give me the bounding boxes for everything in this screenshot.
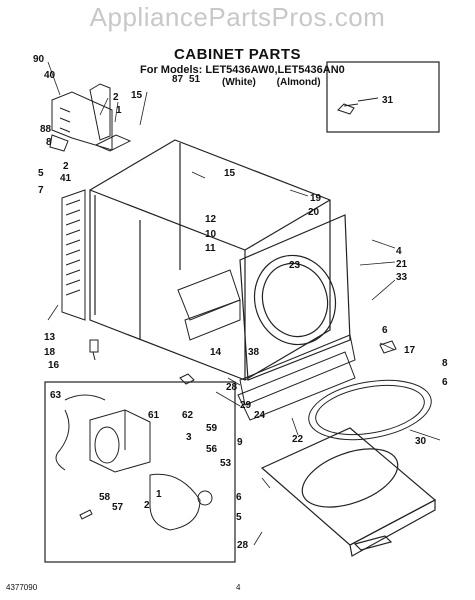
top-left-bracket [49, 83, 132, 152]
callout: 38 [248, 347, 260, 358]
callout: 6 [382, 325, 388, 336]
side-panel [61, 189, 86, 321]
callout: 22 [292, 434, 304, 445]
callout: 8 [442, 358, 448, 369]
callout: 63 [50, 390, 62, 401]
callout: 9 [237, 437, 243, 448]
leveling-leg [89, 339, 99, 361]
callout: 12 [205, 214, 217, 225]
callout: 13 [44, 332, 56, 343]
motor-inset-box [44, 381, 236, 563]
callout: 1 [156, 489, 162, 500]
callout: 5 [38, 168, 44, 179]
callout: 11 [205, 243, 216, 254]
door-seal [308, 379, 432, 441]
callout: 88 [40, 124, 52, 135]
callout: 8 [46, 137, 52, 148]
callout: 51 [189, 74, 201, 85]
callout: 28 [237, 540, 249, 551]
callout: 87 [172, 74, 184, 85]
callout: 58 [99, 492, 111, 503]
callout: 24 [254, 410, 266, 421]
callout: 33 [396, 272, 408, 283]
callout: 31 [382, 95, 394, 106]
callout: 90 [33, 54, 45, 65]
toe-panel [237, 334, 356, 421]
page-title: CABINET PARTS [173, 46, 302, 63]
callout: 14 [210, 347, 222, 358]
callout: 57 [112, 502, 124, 513]
callout: 15 [224, 168, 236, 179]
door [260, 427, 437, 557]
drive-belt [149, 473, 201, 531]
callout: 28 [226, 382, 238, 393]
callout: 2 [63, 161, 69, 172]
callout: 18 [44, 347, 56, 358]
inset-box [326, 61, 440, 133]
callout: 20 [308, 207, 320, 218]
callout: 6 [236, 492, 242, 503]
cabinet-body [89, 139, 331, 381]
hinge [379, 340, 397, 354]
base-tray [177, 269, 241, 341]
motor [89, 409, 151, 473]
callout: 29 [240, 400, 252, 411]
callout: 3 [186, 432, 192, 443]
callout: 17 [404, 345, 416, 356]
color-white: (White) [222, 77, 256, 88]
watermark: AppliancePartsPros.com [89, 2, 386, 32]
callout: 1 [116, 105, 122, 116]
leader-lines [47, 61, 441, 546]
callout: 56 [206, 444, 218, 455]
callout: 23 [289, 260, 301, 271]
callout: 4 [396, 246, 402, 257]
callout: 62 [182, 410, 194, 421]
callout: 15 [131, 90, 143, 101]
wire-harness [55, 394, 106, 471]
callout: 16 [48, 360, 60, 371]
callout: 19 [310, 193, 322, 204]
callout: 41 [60, 173, 72, 184]
color-line: (White) (Almond) [222, 77, 339, 88]
model-line: For Models: LET5436AW0,LET5436AN0 [140, 64, 345, 76]
callout: 2 [144, 500, 150, 511]
callout: 7 [38, 185, 44, 196]
bracket-small [179, 373, 195, 385]
callout: 10 [205, 229, 217, 240]
footer-code: 4377090 [6, 583, 38, 592]
front-panel [239, 214, 351, 381]
screw [79, 509, 93, 520]
callout: 59 [206, 423, 218, 434]
page-number: 4 [236, 583, 241, 592]
callout: 61 [148, 410, 160, 421]
callout: 21 [396, 259, 408, 270]
callout: 30 [415, 436, 427, 447]
pulley [197, 490, 213, 506]
inset-part [337, 103, 359, 115]
callout: 2 [113, 92, 119, 103]
callout: 6 [442, 377, 448, 388]
callout: 40 [44, 70, 56, 81]
callout: 53 [220, 458, 232, 469]
callout: 5 [236, 512, 242, 523]
color-almond: (Almond) [276, 77, 321, 88]
